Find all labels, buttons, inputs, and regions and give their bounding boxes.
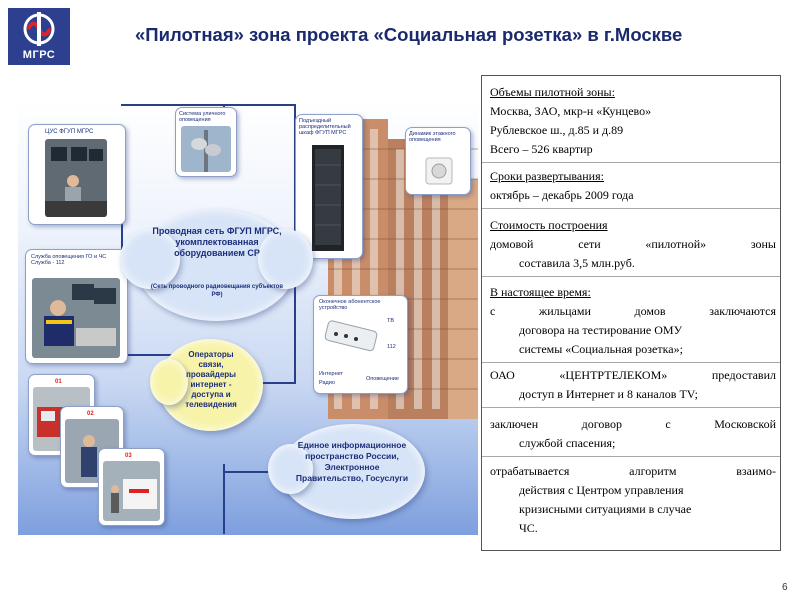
card-cus-caption: ЦУС ФГУП МГРС [45, 129, 94, 135]
device-internet-label: Интернет [319, 371, 343, 377]
server-cabinet-image [312, 145, 344, 251]
cloud-info-space-text: Единое информационное пространство Росси… [295, 440, 409, 483]
card-distribution-cabinet: Подъездный распределительный шкаф ФГУП М… [295, 114, 363, 259]
ambulance-photo [103, 461, 160, 521]
info-line-cost-2: составила 3,5 млн.руб. [519, 256, 635, 270]
card-subscriber-device: Оконечное абонентское устройство ТВ 112 … [313, 295, 408, 394]
card-speaker-caption: Динамик этажного оповещения [409, 131, 456, 143]
street-speakers-photo [181, 126, 231, 172]
card-service-112: Служба оповещения ГО и ЧС Служба - 112 [25, 249, 128, 364]
logo-text: МГРС [22, 49, 56, 61]
page-number: 6 [782, 582, 788, 593]
info-line-algorithm-2: действия с Центром управления [519, 483, 684, 497]
info-line-total: Всего – 526 квартир [490, 142, 593, 156]
card-service-caption: Служба оповещения ГО и ЧС Служба - 112 [31, 254, 107, 266]
device-alert-label: Оповещение [366, 376, 399, 382]
card-cus-mgrs: ЦУС ФГУП МГРС [28, 124, 126, 225]
info-line-centertelecom-2: доступ в Интернет и 8 каналов TV; [519, 387, 698, 401]
badge-02: 02 [87, 411, 94, 417]
info-line-algorithm-4: ЧС. [519, 521, 538, 535]
info-line-algorithm-3: кризисными ситуациями в случае [519, 502, 692, 516]
info-line-contracts-2: договора на тестирование ОМУ [519, 323, 683, 337]
card-street-alert: Система уличного оповещения [175, 107, 237, 177]
heading-cost: Стоимость построения [490, 218, 608, 232]
operator-photo [45, 139, 107, 217]
cloud-mgrs-network-subtitle: (Сеть проводного радиовещания субъектов … [150, 284, 284, 298]
info-line-rescue-1: заключен договор с Московской [490, 417, 776, 431]
info-line-centertelecom-1: ОАО «ЦЕНТРТЕЛЕКОМ» предоставил [490, 368, 776, 382]
logo-emblem-icon [23, 12, 55, 46]
device-radio-label: Радио [319, 380, 335, 386]
device-112-label: 112 [387, 344, 396, 350]
mgrs-logo: МГРС [8, 8, 70, 65]
info-line-contracts-1: с жильцами домов заключаются [490, 304, 776, 318]
info-line-dates: октябрь – декабрь 2009 года [490, 188, 634, 202]
device-tv-label: ТВ [387, 318, 395, 324]
badge-01: 01 [55, 379, 62, 385]
cloud-operators-text: Операторы связи, провайдеры интернет - д… [185, 350, 237, 409]
heading-current: В настоящее время: [490, 285, 591, 299]
card-ambulance-service: 03 [98, 448, 165, 526]
info-line-algorithm-1: отрабатывается алгоритм взаимо- [490, 464, 776, 478]
info-line-address: Рублевское ш., д.85 и д.89 [490, 123, 624, 137]
subscriber-device-image [324, 320, 378, 352]
info-line-contracts-3: системы «Социальная розетка»; [519, 342, 683, 356]
card-floor-speaker: Динамик этажного оповещения [405, 127, 471, 195]
speaker-device-image [425, 157, 453, 185]
network-diagram: ЦУС ФГУП МГРС Служба оповещения ГО и ЧС … [18, 99, 478, 535]
heading-deployment: Сроки развертывания: [490, 169, 604, 183]
card-cabinet-caption: Подъездный распределительный шкаф ФГУП М… [299, 118, 351, 136]
pilot-zone-info-box: Объемы пилотной зоны: Москва, ЗАО, мкр-н… [481, 75, 781, 551]
card-device-caption: Оконечное абонентское устройство [319, 299, 381, 311]
info-line-cost-1: домовой сети «пилотной» зоны [490, 237, 776, 251]
dispatcher-photo [32, 278, 120, 358]
card-street-caption: Система уличного оповещения [179, 111, 226, 123]
info-line-rescue-2: службой спасения; [519, 436, 616, 450]
info-line-location: Москва, ЗАО, мкр-н «Кунцево» [490, 104, 652, 118]
badge-03: 03 [125, 453, 132, 459]
cloud-mgrs-network-title: Проводная сеть ФГУП МГРС, укомплектованн… [152, 226, 282, 258]
page-title: «Пилотная» зона проекта «Социальная розе… [135, 24, 683, 45]
heading-volumes: Объемы пилотной зоны: [490, 85, 615, 99]
